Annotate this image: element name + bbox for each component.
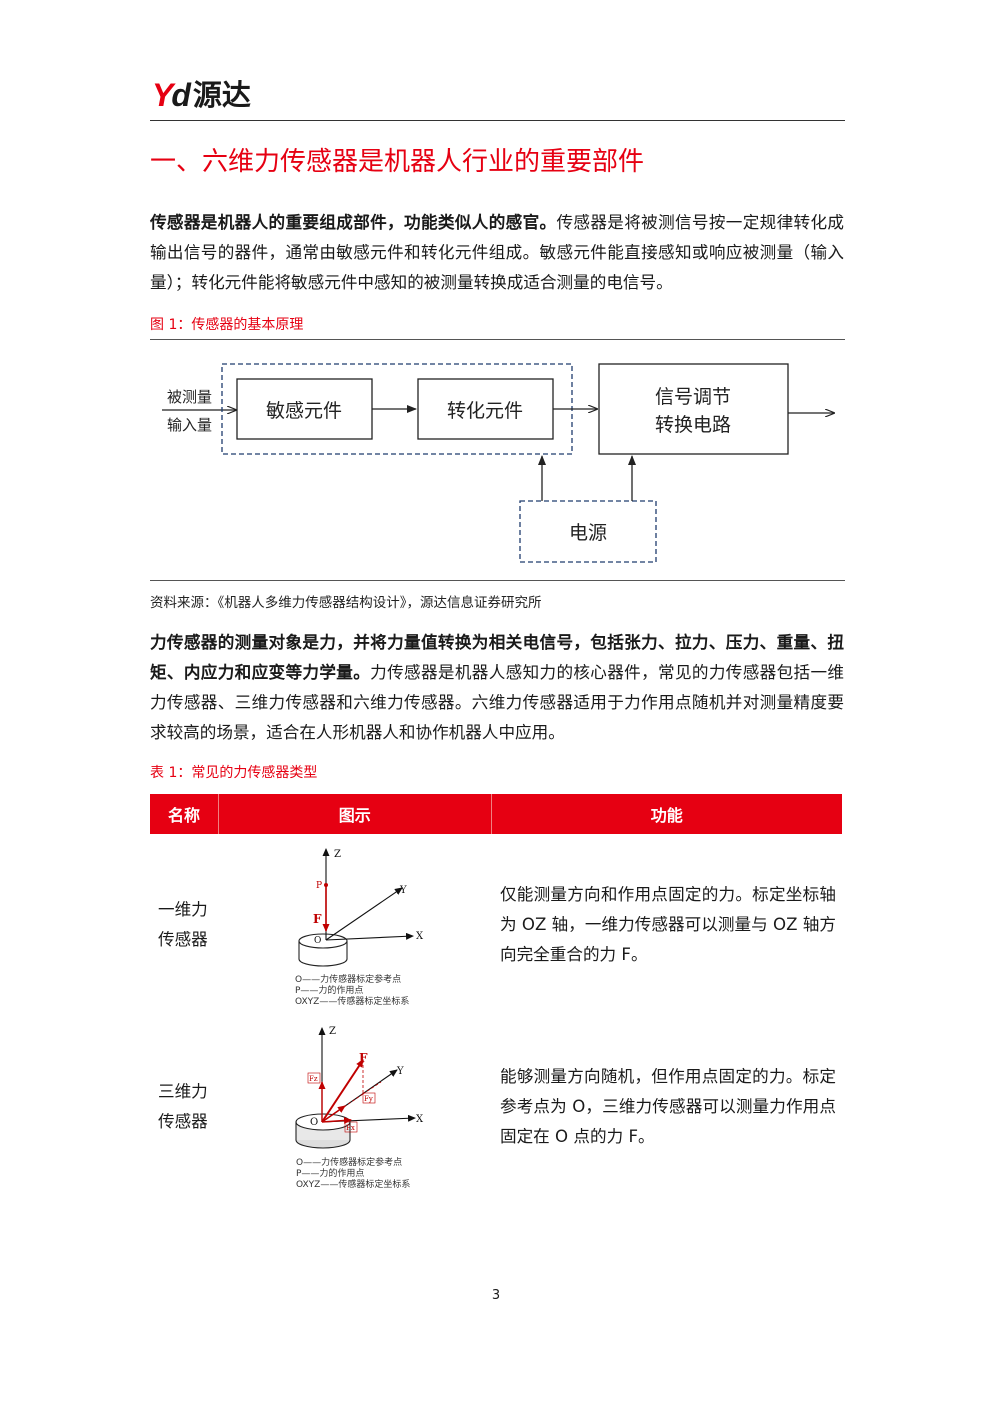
table-row-1-name: 一维力 传感器 [158,900,208,949]
svg-text:Z: Z [334,849,341,860]
signal-conditioning-box [598,363,789,455]
sensor-principle-diagram: 被测量 输入量 敏感元件 转化元件 信号调节 转换电路 电源 [162,363,845,563]
header-function: 功能 [650,806,683,825]
table-caption: 表 1：常见的力传感器类型 [150,765,318,781]
table-row-2-name: 三维力 传感器 [158,1082,208,1131]
intro-bold: 传感器是机器人的重要组成部件，功能类似人的感官。 [150,213,557,232]
figure-rule-bottom [150,580,845,581]
three-dim-sensor-diagram: Z Y X F Fz Fy Fx O [295,1026,424,1149]
figure-rule-top [150,339,845,340]
table-row-2-function: 能够测量方向随机，但作用点固定的力。标定参考点为 O，三维力传感器可以测量力作用… [500,1067,836,1146]
signal-box-line2: 转换电路 [655,414,731,436]
svg-text:X: X [416,931,424,942]
svg-text:Fx: Fx [346,1124,355,1132]
table-header: 名称 图示 功能 [150,794,842,834]
svg-text:Y: Y [399,885,407,896]
force-text: 力传感器是机器人感知力的核心器件，常见的力传感器包括一维力传感器、三维力传感器和… [150,663,844,742]
one-dim-legend: O——力传感器标定参考点 P——力的作用点 OXYZ——传感器标定坐标系 [295,975,410,1007]
logo-text: 源达 [192,78,251,112]
header-diagram: 图示 [219,794,492,834]
figure-caption: 图 1：传感器的基本原理 [150,317,304,333]
force-paragraph: 力传感器的测量对象是力，并将力量值转换为相关电信号，包括张力、拉力、压力、重量、… [150,628,844,748]
svg-text:P: P [316,881,322,891]
input-label-measured: 被测量 [167,388,212,406]
intro-text: 传感器是将被测信号按一定规律转化成输出信号的器件，通常由敏感元件和转化元件组成。… [150,213,845,292]
conversion-element-label: 转化元件 [447,400,523,422]
one-dim-sensor-diagram: Z Y X P F O [298,848,424,967]
figure-source: 资料来源：《机器人多维力传感器结构设计》，源达信息证券研究所 [150,595,542,611]
svg-text:O: O [314,936,321,946]
logo-mark: Yd [152,77,191,113]
brand-logo: Yd 源达 [152,78,251,112]
svg-text:Y: Y [396,1066,404,1077]
header-name: 名称 [150,794,219,834]
svg-text:Fz: Fz [309,1075,318,1083]
page-number: 3 [491,1288,501,1303]
power-label: 电源 [569,522,607,544]
svg-text:F: F [359,1051,368,1065]
svg-text:O: O [310,1117,318,1128]
conversion-element-box [417,378,554,440]
three-dim-legend: O——力传感器标定参考点 P——力的作用点 OXYZ——传感器标定坐标系 [296,1158,411,1190]
svg-text:F: F [313,912,322,926]
sensing-element-label: 敏感元件 [266,400,342,422]
table-row-1-function: 仅能测量方向和作用点固定的力。标定坐标轴为 OZ 轴，一维力传感器可以测量与 O… [500,885,836,964]
header-divider [150,120,845,121]
svg-text:Z: Z [329,1026,336,1037]
svg-text:X: X [416,1114,424,1125]
force-bold: 力传感器的测量对象是力，并将力量值转换为相关电信号，包括张力、拉力、压力、重量、… [150,633,844,682]
intro-paragraph: 传感器是机器人的重要组成部件，功能类似人的感官。传感器是将被测信号按一定规律转化… [150,208,844,298]
power-box [519,500,657,563]
section-title: 一、六维力传感器是机器人行业的重要部件 [150,147,645,177]
signal-box-line1: 信号调节 [655,386,731,408]
svg-text:Fy: Fy [364,1095,373,1103]
input-label-input: 输入量 [167,416,212,434]
